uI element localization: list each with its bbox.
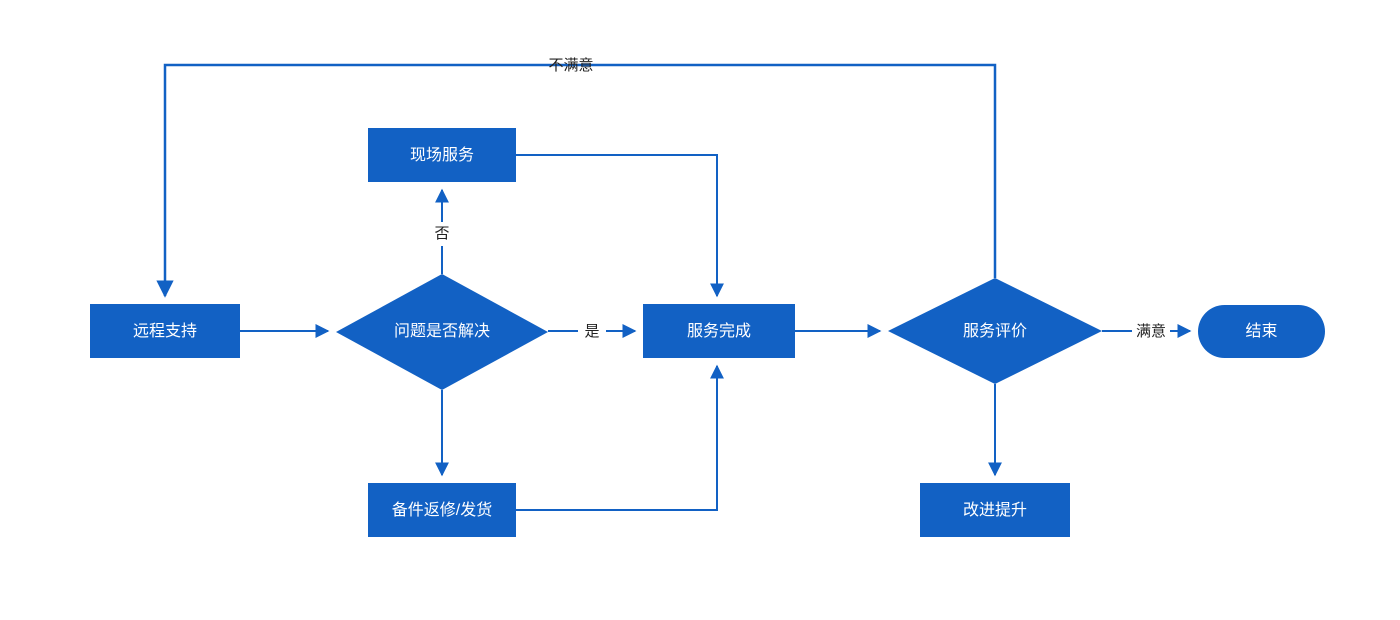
node-end-label: 结束 <box>1245 322 1277 340</box>
edge-parts-to-done <box>516 364 724 511</box>
node-remote-support-label: 远程支持 <box>133 322 197 340</box>
edge-label-dissatisfied: 不满意 <box>548 56 593 74</box>
edge-label-yes: 是 <box>584 323 599 340</box>
edge-onsite-to-done <box>516 154 724 298</box>
node-service-rating-label: 服务评价 <box>963 322 1027 340</box>
node-problem-solved[interactable]: 问题是否解决 <box>336 274 548 390</box>
edge-label-satisfied: 满意 <box>1136 322 1166 340</box>
node-remote-support[interactable]: 远程支持 <box>90 304 240 358</box>
node-parts-repair[interactable]: 备件返修/发货 <box>368 483 516 537</box>
edge-feedback-to-remote <box>156 63 997 298</box>
node-service-rating[interactable]: 服务评价 <box>888 278 1102 384</box>
edge-label-no: 否 <box>434 225 449 242</box>
node-onsite-service-label: 现场服务 <box>410 146 474 164</box>
node-service-done[interactable]: 服务完成 <box>643 304 795 358</box>
node-onsite-service[interactable]: 现场服务 <box>368 128 516 182</box>
node-end[interactable]: 结束 <box>1198 305 1325 358</box>
node-improvement[interactable]: 改进提升 <box>920 483 1070 537</box>
node-improvement-label: 改进提升 <box>963 501 1027 519</box>
node-problem-solved-label: 问题是否解决 <box>394 322 490 340</box>
node-parts-repair-label: 备件返修/发货 <box>392 501 492 519</box>
node-service-done-label: 服务完成 <box>687 322 751 340</box>
